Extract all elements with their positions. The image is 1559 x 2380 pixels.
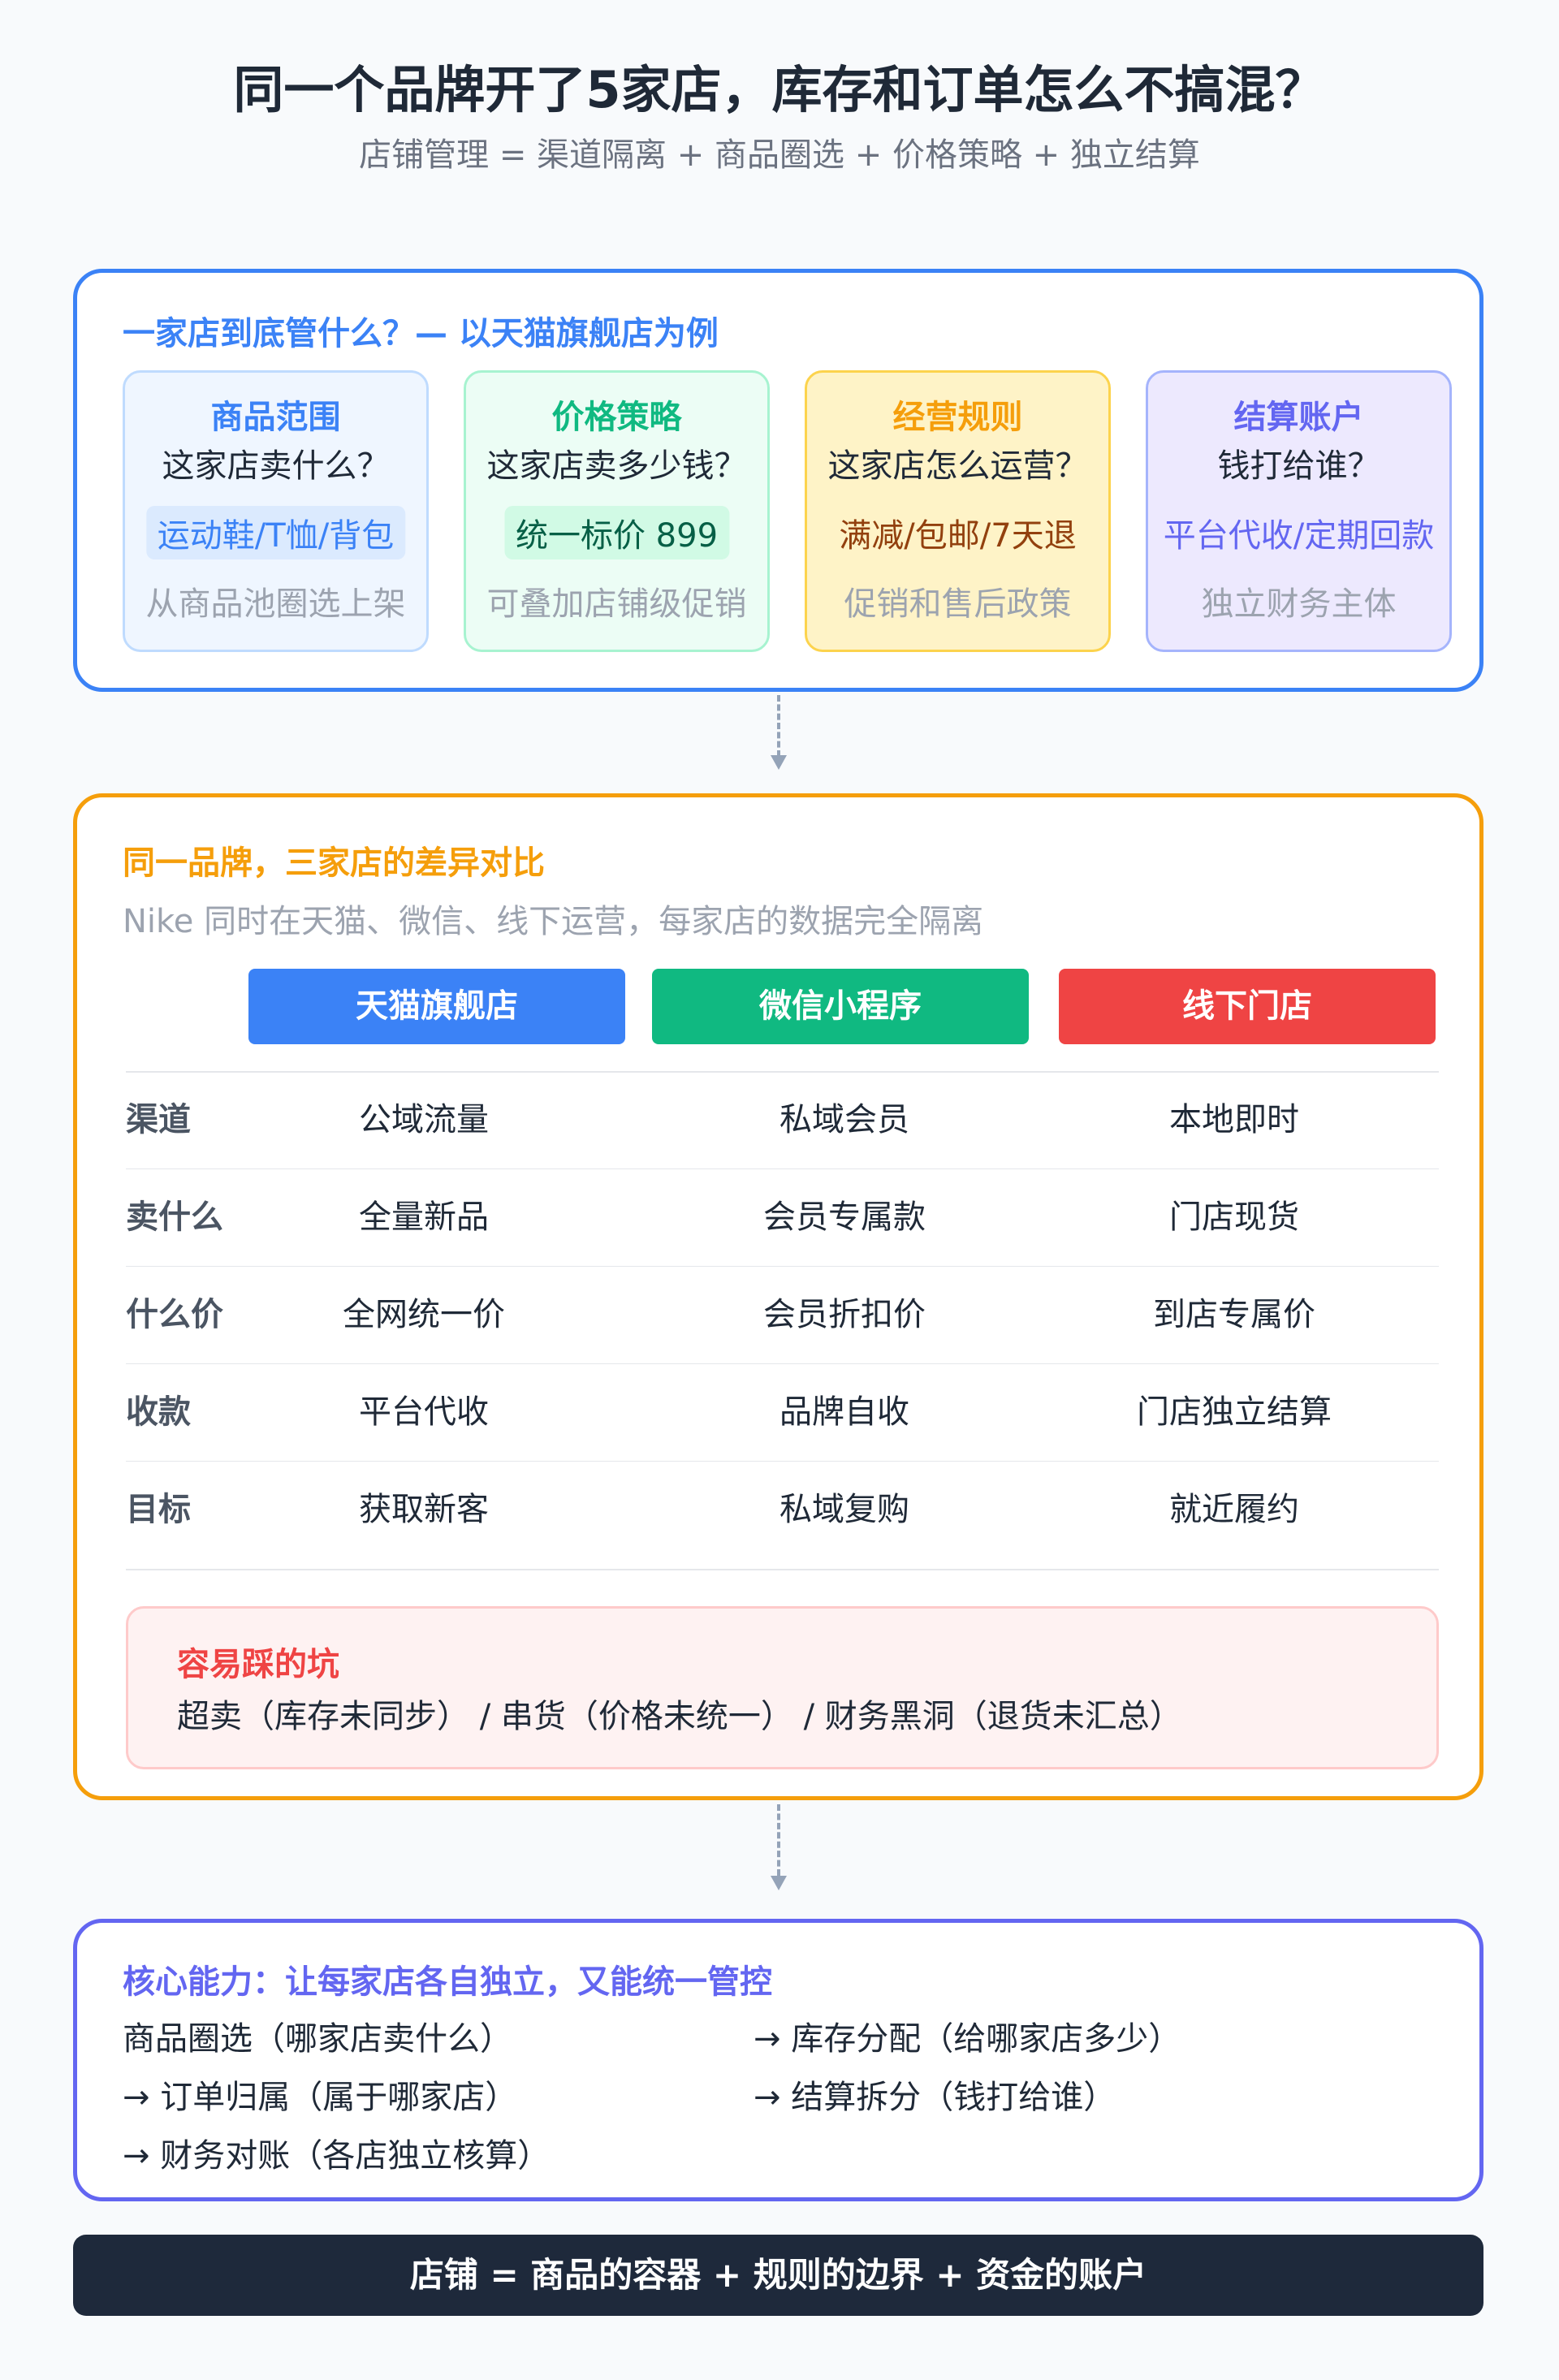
card-question: 这家店卖什么？	[162, 447, 390, 485]
card-example: 统一标价 899	[503, 506, 730, 559]
card-note: 可叠加店铺级促销	[486, 585, 747, 623]
table-row: 什么价 全网统一价 会员折扣价 到店专属价	[126, 1266, 1439, 1363]
card-example: 满减/包邮/7天退	[839, 517, 1077, 555]
table-row: 收款 平台代收 品牌自收 门店独立结算	[126, 1363, 1439, 1461]
table-row: 卖什么 全量新品 会员专属款 门店现货	[126, 1168, 1439, 1266]
row-divider	[126, 1363, 1439, 1364]
row-label: 目标	[126, 1491, 191, 1528]
arrow-down-icon	[771, 1876, 787, 1890]
cell: 全网统一价	[343, 1296, 505, 1333]
card-example: 平台代收/定期回款	[1163, 517, 1435, 555]
page-title: 同一个品牌开了5家店，库存和订单怎么不搞混？	[233, 60, 1326, 119]
row-label: 收款	[126, 1393, 191, 1431]
table-row: 目标 获取新客 私域复购 就近履约	[126, 1461, 1439, 1558]
card-product-scope: 商品范围 这家店卖什么？ 运动鞋/T恤/背包 从商品池圈选上架	[123, 370, 429, 652]
table-row: 渠道 公域流量 私域会员 本地即时	[126, 1071, 1439, 1168]
pitfall-text: 超卖（库存未同步） / 串货（价格未统一） / 财务黑洞（退货未汇总）	[177, 1698, 1182, 1735]
cell: 私域会员	[780, 1101, 909, 1138]
column-header-tmall: 天猫旗舰店	[248, 969, 625, 1044]
flow-arrow-line	[777, 1804, 780, 1876]
table-divider	[126, 1071, 1439, 1073]
cell: 平台代收	[359, 1393, 489, 1431]
card-note: 促销和售后政策	[844, 585, 1072, 623]
cell: 会员折扣价	[763, 1296, 926, 1333]
cell: 全量新品	[359, 1199, 489, 1236]
column-header-offline: 线下门店	[1059, 969, 1436, 1044]
comparison-heading: 同一品牌，三家店的差异对比	[123, 844, 545, 882]
flow-arrow-line	[777, 695, 780, 757]
row-divider	[126, 1266, 1439, 1267]
comparison-subheading: Nike 同时在天猫、微信、线下运营，每家店的数据完全隔离	[123, 903, 984, 940]
capability-item: 商品圈选（哪家店卖什么）	[123, 2020, 512, 2058]
capability-item: → 财务对账（各店独立核算）	[123, 2137, 551, 2175]
card-title: 结算账户	[1233, 399, 1364, 436]
card-settlement-account: 结算账户 钱打给谁？ 平台代收/定期回款 独立财务主体	[1146, 370, 1452, 652]
card-title: 价格策略	[551, 399, 682, 436]
summary-banner: 店铺 = 商品的容器 + 规则的边界 + 资金的账户	[73, 2235, 1483, 2316]
card-note: 从商品池圈选上架	[145, 585, 406, 623]
card-title: 经营规则	[892, 399, 1023, 436]
capabilities-heading: 核心能力：让每家店各自独立，又能统一管控	[123, 1963, 772, 2001]
card-question: 这家店怎么运营？	[827, 447, 1088, 485]
store-comparison-panel: 同一品牌，三家店的差异对比 Nike 同时在天猫、微信、线下运营，每家店的数据完…	[73, 793, 1483, 1800]
card-operation-rules: 经营规则 这家店怎么运营？ 满减/包邮/7天退 促销和售后政策	[805, 370, 1111, 652]
pitfall-callout: 容易踩的坑 超卖（库存未同步） / 串货（价格未统一） / 财务黑洞（退货未汇总…	[126, 1606, 1439, 1769]
arrow-down-icon	[771, 755, 787, 770]
cell: 品牌自收	[780, 1393, 909, 1431]
capability-item: → 订单归属（属于哪家店）	[123, 2079, 518, 2116]
cell: 就近履约	[1169, 1491, 1299, 1528]
cell: 门店独立结算	[1137, 1393, 1332, 1431]
row-divider	[126, 1461, 1439, 1462]
card-question: 这家店卖多少钱？	[486, 447, 747, 485]
cell: 公域流量	[359, 1101, 489, 1138]
capability-item: → 库存分配（给哪家店多少）	[754, 2020, 1181, 2058]
store-scope-heading: 一家店到底管什么？— 以天猫旗舰店为例	[123, 315, 719, 352]
cell: 会员专属款	[763, 1199, 926, 1236]
capability-item: → 结算拆分（钱打给谁）	[754, 2079, 1116, 2116]
cell: 本地即时	[1169, 1101, 1299, 1138]
card-title: 商品范围	[210, 399, 341, 436]
column-header-wechat: 微信小程序	[652, 969, 1029, 1044]
cell: 到店专属价	[1153, 1296, 1315, 1333]
cell: 获取新客	[359, 1491, 489, 1528]
card-question: 钱打给谁？	[1217, 447, 1380, 485]
pitfall-title: 容易踩的坑	[177, 1646, 339, 1683]
row-divider	[126, 1168, 1439, 1169]
row-label: 什么价	[126, 1296, 223, 1333]
core-capabilities-panel: 核心能力：让每家店各自独立，又能统一管控 商品圈选（哪家店卖什么） → 库存分配…	[73, 1919, 1483, 2201]
cell: 私域复购	[780, 1491, 909, 1528]
card-price-strategy: 价格策略 这家店卖多少钱？ 统一标价 899 可叠加店铺级促销	[464, 370, 770, 652]
page-subtitle: 店铺管理 = 渠道隔离 + 商品圈选 + 价格策略 + 独立结算	[359, 136, 1200, 174]
card-example: 运动鞋/T恤/背包	[145, 506, 406, 559]
row-label: 卖什么	[126, 1199, 223, 1236]
row-label: 渠道	[126, 1101, 191, 1138]
cell: 门店现货	[1169, 1199, 1299, 1236]
store-scope-panel: 一家店到底管什么？— 以天猫旗舰店为例 商品范围 这家店卖什么？ 运动鞋/T恤/…	[73, 269, 1483, 692]
card-note: 独立财务主体	[1201, 585, 1397, 623]
table-divider	[126, 1569, 1439, 1570]
